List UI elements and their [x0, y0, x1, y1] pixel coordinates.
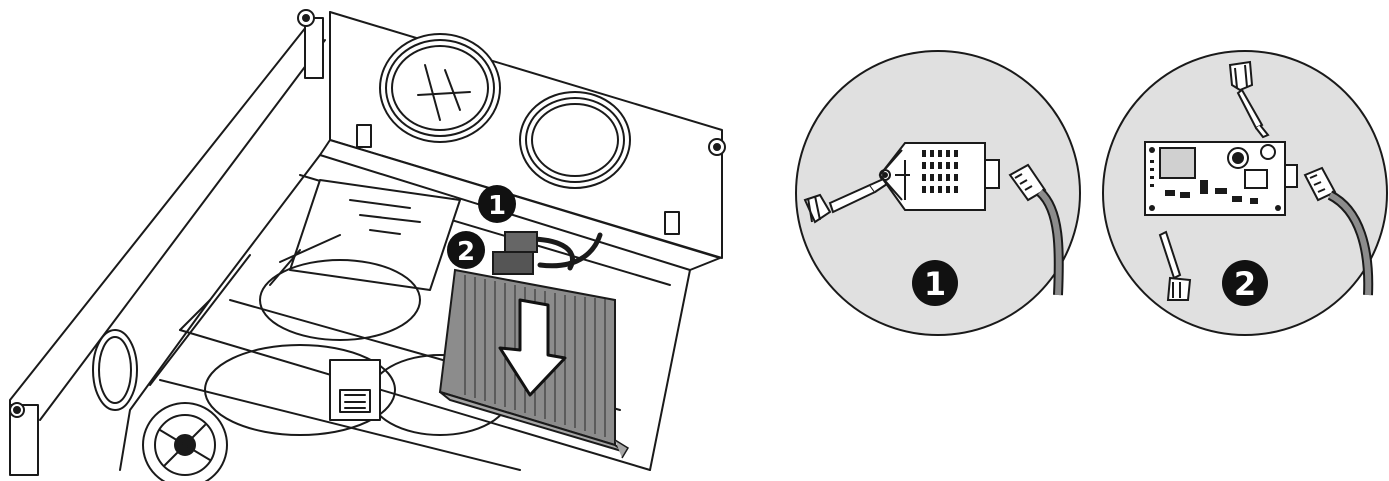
detail-callout-2-label: 2	[1234, 265, 1256, 303]
screwdriver-icon	[803, 174, 895, 224]
screwdriver-icon	[1228, 60, 1270, 139]
humidity-sensor-icon	[878, 142, 1000, 211]
duct-collar-left	[379, 33, 501, 143]
connector-icon	[1303, 166, 1374, 296]
detail-circle-1: 1	[795, 50, 1081, 336]
down-arrow-icon	[498, 298, 567, 397]
connector-icon	[1008, 163, 1064, 296]
callout-1-main: 1	[478, 185, 516, 223]
detail-circle-2: 2	[1102, 50, 1388, 336]
duct-collar-right	[519, 91, 631, 189]
ventilation-unit	[9, 9, 726, 481]
callout-2-label: 2	[457, 237, 475, 267]
screwdriver-icon	[1158, 230, 1192, 301]
lower-fan	[142, 402, 228, 481]
detail-callout-1-label: 1	[924, 265, 946, 303]
sensor-in-unit	[492, 231, 538, 275]
circuit-board-icon	[1144, 141, 1298, 216]
callout-2-main: 2	[447, 231, 485, 269]
callout-1-label: 1	[488, 191, 506, 221]
